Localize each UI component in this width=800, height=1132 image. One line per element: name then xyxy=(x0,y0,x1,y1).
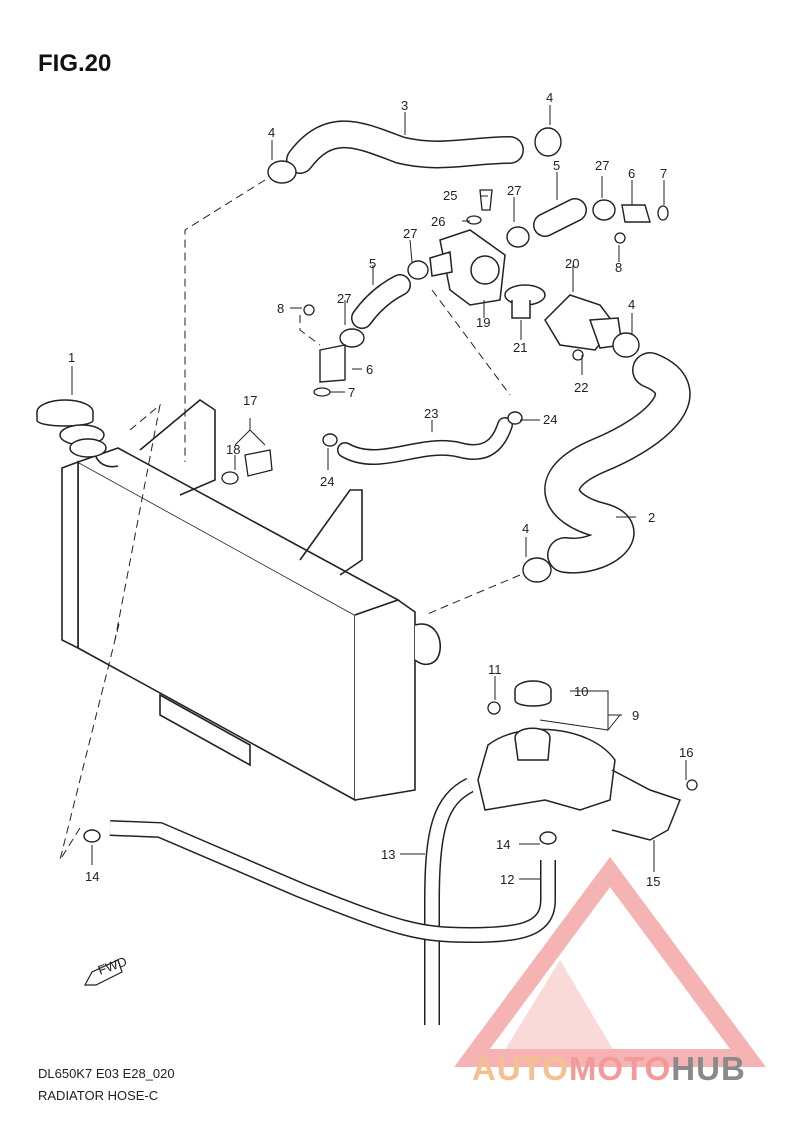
leader-lines xyxy=(59,179,521,861)
thermostat-housing xyxy=(429,229,506,306)
callout-13: 13 xyxy=(381,847,395,862)
callout-12: 12 xyxy=(500,872,514,887)
radiator-cap xyxy=(36,399,107,458)
callout-6b: 6 xyxy=(366,362,373,377)
callout-10: 10 xyxy=(574,684,588,699)
reservoir-tank xyxy=(477,680,681,841)
callout-18: 18 xyxy=(226,442,240,457)
thermostat xyxy=(504,284,546,319)
callout-8b: 8 xyxy=(615,260,622,275)
callout-6a: 6 xyxy=(628,166,635,181)
callout-4a: 4 xyxy=(268,125,275,140)
callout-4b: 4 xyxy=(546,90,553,105)
callout-27d: 27 xyxy=(337,291,351,306)
watermark-hub: HUB xyxy=(671,1050,746,1087)
callout-11: 11 xyxy=(488,662,502,677)
callout-14a: 14 xyxy=(496,837,510,852)
callout-22: 22 xyxy=(574,380,588,395)
callout-23: 23 xyxy=(424,406,438,421)
footer-name: RADIATOR HOSE-C xyxy=(38,1088,159,1103)
callout-5a: 5 xyxy=(553,158,560,173)
callout-27a: 27 xyxy=(595,158,609,173)
callout-1: 1 xyxy=(68,350,75,365)
callout-19: 19 xyxy=(476,315,490,330)
watermark-text: AUTOMOTOHUB xyxy=(472,1050,746,1088)
callout-27b: 27 xyxy=(507,183,521,198)
callout-17: 17 xyxy=(243,393,257,408)
thermostat-cover xyxy=(544,294,623,351)
callout-numbers: 1 2 3 4 4 4 4 5 5 6 6 7 7 8 8 9 10 11 12… xyxy=(68,90,693,889)
fwd-arrow-icon: FWD xyxy=(83,954,129,986)
callout-7b: 7 xyxy=(348,385,355,400)
callout-5b: 5 xyxy=(369,256,376,271)
hose-12 xyxy=(109,820,556,944)
callout-24a: 24 xyxy=(543,412,557,427)
watermark-moto: MOTO xyxy=(568,1050,672,1087)
callout-7a: 7 xyxy=(660,166,667,181)
callout-4c: 4 xyxy=(628,297,635,312)
watermark-logo xyxy=(454,856,766,1067)
footer-model: DL650K7 E03 E28_020 xyxy=(38,1066,175,1081)
radiator xyxy=(61,399,441,802)
small-parts xyxy=(221,189,698,791)
callout-leaders xyxy=(71,105,687,880)
callout-20: 20 xyxy=(565,256,579,271)
callout-25: 25 xyxy=(443,188,457,203)
callout-24b: 24 xyxy=(320,474,334,489)
callout-27c: 27 xyxy=(403,226,417,241)
callout-14b: 14 xyxy=(85,869,99,884)
callout-26: 26 xyxy=(431,214,445,229)
figure-title: FIG.20 xyxy=(38,50,112,77)
callout-16: 16 xyxy=(679,745,693,760)
callout-3: 3 xyxy=(401,98,408,113)
watermark-auto: AUTO xyxy=(472,1050,569,1087)
callout-9: 9 xyxy=(632,708,639,723)
pipes-6 xyxy=(319,204,651,383)
callout-4d: 4 xyxy=(522,521,529,536)
callout-8a: 8 xyxy=(277,301,284,316)
callout-2: 2 xyxy=(648,510,655,525)
hose-clamps xyxy=(83,127,640,845)
callout-21: 21 xyxy=(513,340,527,355)
callout-15: 15 xyxy=(646,874,660,889)
